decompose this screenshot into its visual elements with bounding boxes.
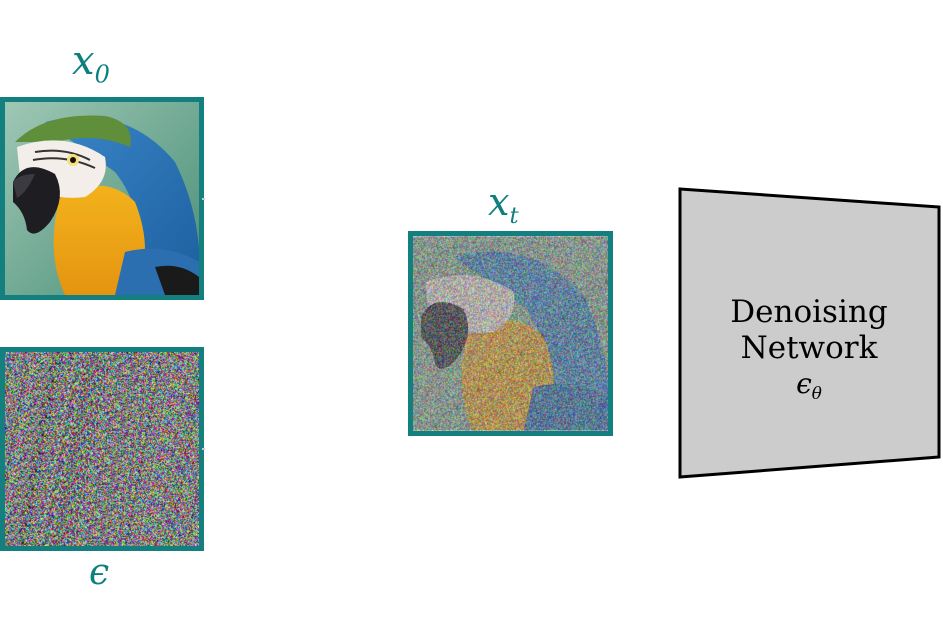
network-symbol: ϵθ: [675, 368, 943, 403]
network-label-line1: Denoising: [730, 294, 888, 330]
denoising-network-block: [678, 187, 941, 479]
parrot-image: [5, 102, 199, 295]
epsilon-label: ϵ: [89, 552, 110, 593]
network-symbol-subscript: θ: [811, 383, 822, 404]
clean-image-x0: [0, 97, 204, 300]
x0-label: x0: [72, 38, 110, 88]
xt-label-symbol: x: [488, 180, 510, 224]
network-label-line2: Network: [740, 329, 878, 366]
denoising-network-label: Denoising Network ϵθ: [675, 294, 943, 403]
network-symbol-main: ϵ: [796, 367, 812, 401]
connector-tick-epsilon: [202, 448, 205, 450]
noise-overlay: [413, 236, 608, 431]
noise-canvas: [5, 352, 199, 546]
xt-label-subscript: t: [509, 202, 519, 229]
x0-label-symbol: x: [72, 38, 95, 84]
connector-tick-x0: [202, 198, 205, 200]
x0-label-subscript: 0: [94, 60, 110, 89]
noisy-image-xt: [408, 231, 613, 436]
xt-label: xt: [488, 180, 519, 229]
noise-image-epsilon: [0, 347, 204, 551]
